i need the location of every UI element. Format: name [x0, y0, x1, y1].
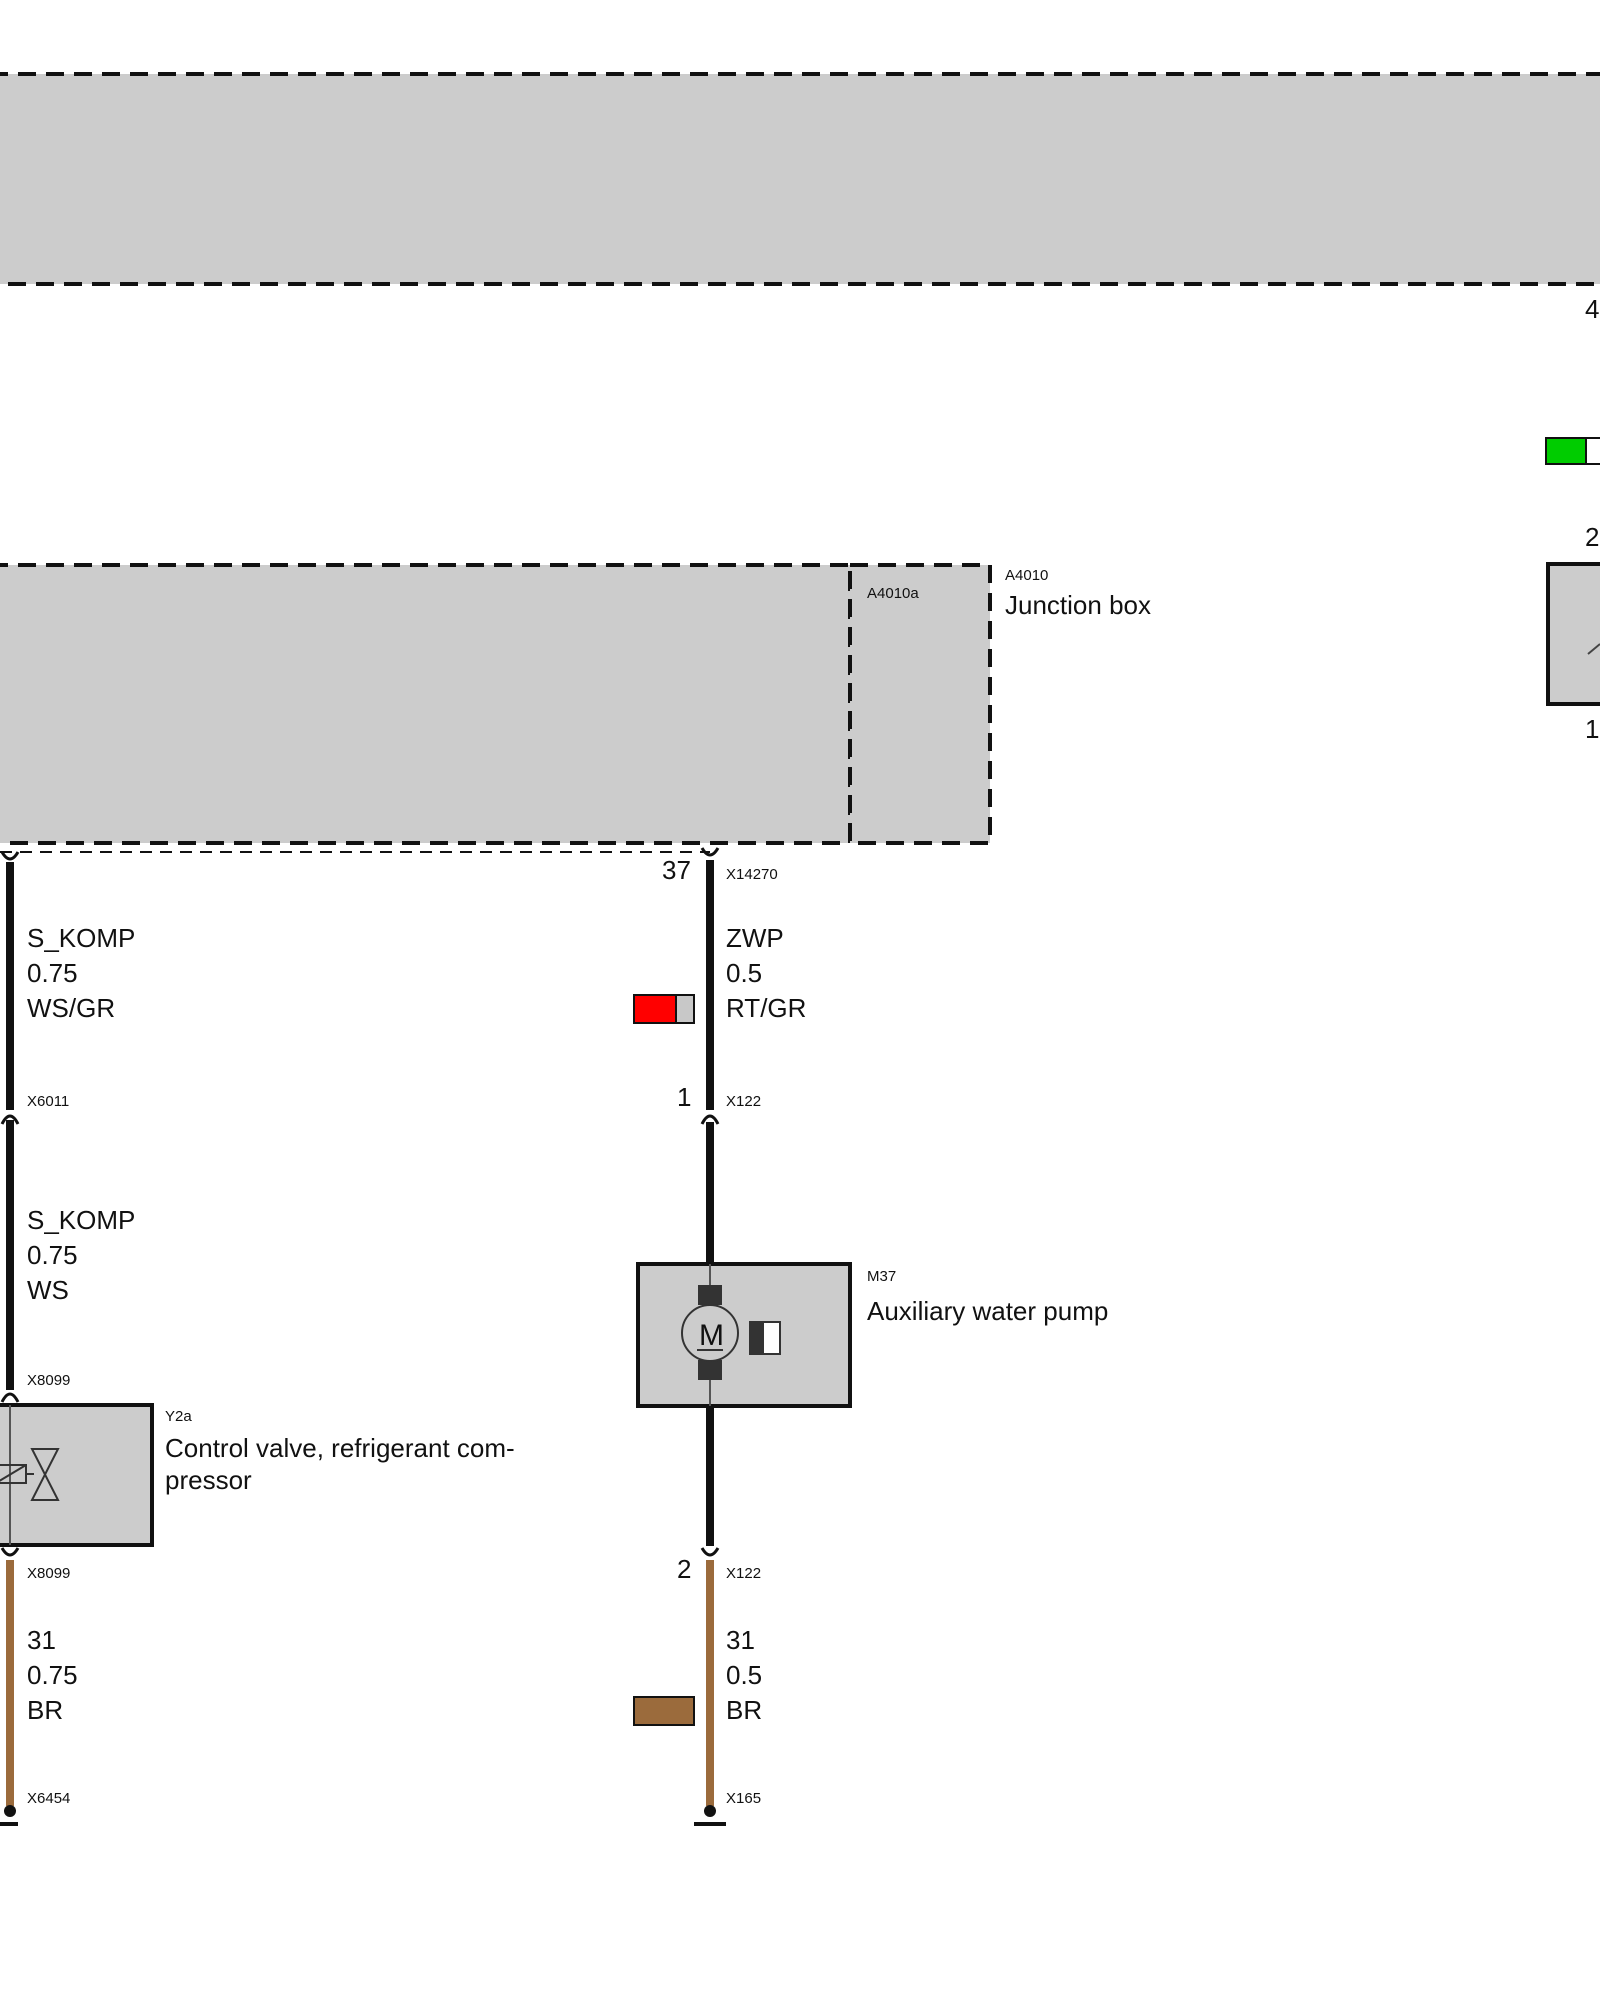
- right-component-pin-bottom: 1: [1585, 714, 1599, 744]
- left-ground-dot: [4, 1805, 16, 1817]
- swatch-white: [1585, 437, 1600, 465]
- water-pump-box: [636, 1262, 852, 1408]
- swatch-brown: [633, 1696, 695, 1726]
- swatch-gray: [675, 994, 695, 1024]
- mid-pin-37: 37: [662, 855, 691, 885]
- left-wire-middle-signal: S_KOMP: [27, 1205, 135, 1235]
- left-connector-x8099-bottom-hook: [0, 1547, 20, 1557]
- left-wire-upper-size: 0.75: [27, 958, 78, 988]
- motor-symbol: M: [699, 1319, 724, 1352]
- control-valve-ref: Y2a: [165, 1408, 192, 1425]
- left-connector-x8099-top-hook: [0, 1392, 20, 1403]
- mid-connector-x122-bottom: X122: [726, 1565, 761, 1582]
- control-valve-box: [0, 1403, 154, 1547]
- left-connector-x6011-hook: [0, 1114, 20, 1125]
- control-valve-name-line1: Control valve, refrigerant com-: [165, 1433, 515, 1463]
- junction-box-main: [0, 563, 852, 845]
- right-component-pin-top: 2: [1585, 522, 1599, 552]
- mid-ground-dot: [704, 1805, 716, 1817]
- mid-connector-x122-top-hook: [700, 1114, 720, 1125]
- mid-connector-x122-top: X122: [726, 1093, 761, 1110]
- left-wire-middle-color: WS: [27, 1275, 69, 1305]
- mid-wire-upper-size: 0.5: [726, 958, 762, 988]
- left-wire-lower-color: BR: [27, 1695, 63, 1725]
- mid-wire-upper-color: RT/GR: [726, 993, 806, 1023]
- junction-box-name: Junction box: [1005, 590, 1151, 620]
- left-connector-x8099-top: X8099: [27, 1372, 70, 1389]
- left-wire-middle-size: 0.75: [27, 1240, 78, 1270]
- mid-pin-2: 2: [677, 1554, 691, 1584]
- mid-connector-x122-bottom-hook: [700, 1547, 720, 1557]
- top-module-pin: 4: [1585, 294, 1599, 324]
- mid-wire-upper-signal: ZWP: [726, 923, 784, 953]
- left-wire-lower-size: 0.75: [27, 1660, 78, 1690]
- mid-wire-lower-signal: 31: [726, 1625, 755, 1655]
- junction-box-sub-ref: A4010a: [867, 585, 919, 602]
- left-wire-upper-color: WS/GR: [27, 993, 115, 1023]
- mid-wire-lower-size: 0.5: [726, 1660, 762, 1690]
- water-pump-ref: M37: [867, 1268, 896, 1285]
- valve-icon: [0, 1405, 60, 1545]
- mid-ground-x165: X165: [726, 1790, 761, 1807]
- left-wire-upper-signal: S_KOMP: [27, 923, 135, 953]
- mid-wire-lower-color: BR: [726, 1695, 762, 1725]
- junction-box-sub: [848, 563, 992, 845]
- mid-connector-x14270: X14270: [726, 866, 778, 883]
- left-connector-x8099-bottom: X8099: [27, 1565, 70, 1582]
- swatch-red: [633, 994, 677, 1024]
- left-wire-upper-top-hook: [0, 851, 20, 861]
- mid-pin-1: 1: [677, 1082, 691, 1112]
- left-connector-x6011: X6011: [27, 1093, 69, 1110]
- swatch-green: [1545, 437, 1587, 465]
- left-ground-x6454: X6454: [27, 1790, 70, 1807]
- right-component-symbol: [1587, 643, 1600, 655]
- motor-icon: M: [681, 1264, 781, 1406]
- right-component-box: [1546, 562, 1600, 706]
- mid-connector-x14270-hook: [700, 847, 720, 857]
- water-pump-name: Auxiliary water pump: [867, 1296, 1108, 1326]
- top-module-box: [0, 72, 1600, 286]
- control-valve-name-line2: pressor: [165, 1465, 252, 1495]
- junction-box-ref: A4010: [1005, 567, 1048, 584]
- left-wire-lower-signal: 31: [27, 1625, 56, 1655]
